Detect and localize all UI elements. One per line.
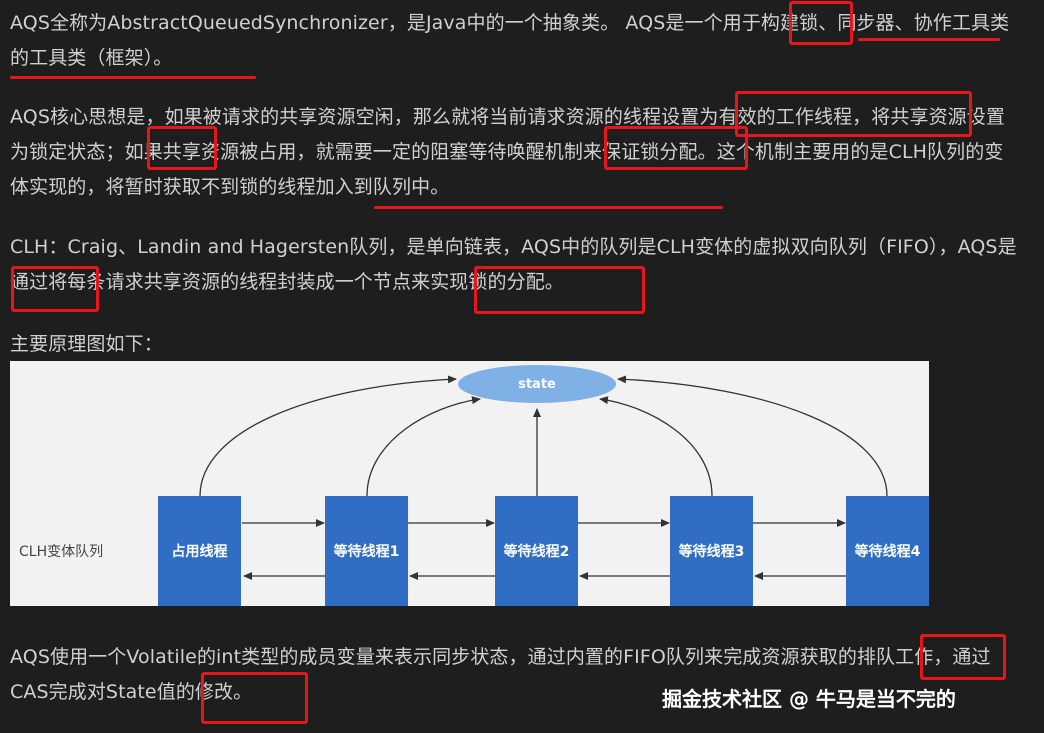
watermark: 掘金技术社区 @ 牛马是当不完的 xyxy=(662,687,956,711)
node-waiting-thread-2: 等待线程2 xyxy=(495,496,578,606)
node-waiting-thread-3: 等待线程3 xyxy=(670,496,753,606)
arrow-node0-to-state xyxy=(199,375,457,497)
clh-queue-diagram: state CLH变体队列 占用线程 等待线程1 等待线程2 等待线程3 等待线… xyxy=(10,361,929,606)
paragraph-aqs-core-idea: AQS核心思想是，如果被请求的共享资源空闲，那么就将当前请求资源的线程设置为有效… xyxy=(10,106,1005,198)
paragraph-aqs-definition: AQS全称为AbstractQueuedSynchronizer，是Java中的… xyxy=(10,12,1010,69)
clh-queue-label: CLH变体队列 xyxy=(19,544,104,560)
diagram-arrows xyxy=(199,375,888,580)
node-waiting-thread-1: 等待线程1 xyxy=(325,496,408,606)
annotation-underline-tools xyxy=(10,76,256,79)
state-node: state xyxy=(458,365,616,403)
arrow-node4-to-state xyxy=(617,375,888,497)
arrow-node3-to-state xyxy=(599,396,713,497)
node-waiting-thread-4: 等待线程4 xyxy=(846,496,929,606)
annotation-underline-enqueue xyxy=(374,206,723,209)
paragraph-diagram-intro: 主要原理图如下： xyxy=(10,333,163,355)
node-occupying-thread: 占用线程 xyxy=(158,496,241,606)
paragraph-aqs-state: AQS使用一个Volatile的int类型的成员变量来表示同步状态，通过内置的F… xyxy=(10,646,991,703)
paragraph-clh-queue: CLH：Craig、Landin and Hagersten队列，是单向链表，A… xyxy=(10,236,1017,293)
arrow-node1-to-state xyxy=(366,396,481,497)
